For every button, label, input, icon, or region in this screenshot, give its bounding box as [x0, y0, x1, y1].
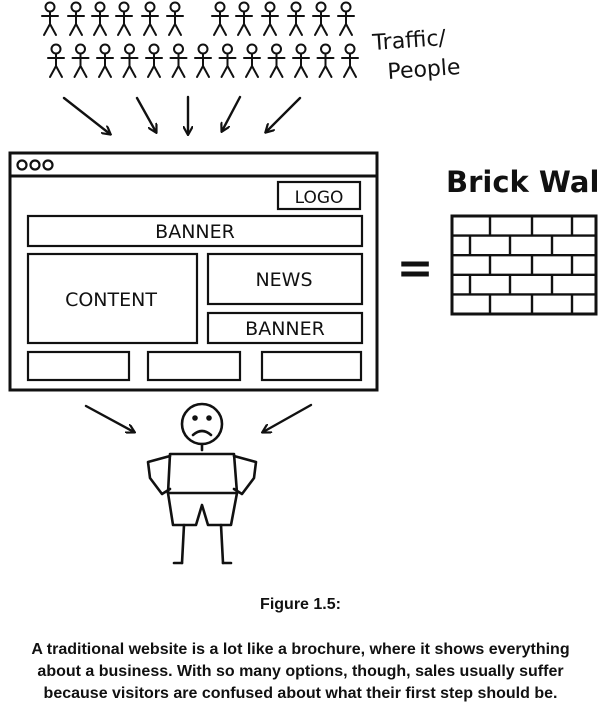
- banner-top-box: [26, 214, 364, 248]
- footer-box-middle: [146, 350, 242, 382]
- stick-person-icon: [67, 1, 85, 36]
- brick-wall-label: Brick Wall: [446, 165, 601, 199]
- stick-person-icon: [71, 43, 90, 78]
- stick-person-icon: [47, 43, 65, 78]
- footer-box-left: [26, 350, 131, 382]
- window-button-icon: [16, 159, 28, 171]
- logo-label: LOGO: [295, 188, 344, 208]
- confused-visitor-figure: [146, 402, 258, 565]
- content-label: CONTENT: [65, 289, 157, 311]
- traffic-arrows: [62, 95, 302, 134]
- banner-side-box: [206, 311, 364, 345]
- stick-person-icon: [169, 43, 188, 78]
- stick-person-icon: [292, 43, 310, 78]
- brick-wall-icon: [450, 214, 598, 316]
- content-box: [26, 252, 199, 345]
- equals-sign: =: [397, 243, 434, 294]
- footer-box-right: [260, 350, 363, 382]
- stick-person-icon: [261, 1, 279, 36]
- traffic-label-line2: People: [387, 55, 462, 85]
- stick-person-icon: [91, 1, 109, 36]
- stick-person-icon: [41, 1, 59, 36]
- arrow-icon: [84, 404, 134, 432]
- news-label: NEWS: [255, 269, 312, 291]
- traffic-people-crowd: [41, 1, 359, 78]
- arrow-icon: [62, 96, 110, 134]
- visitor-arrows: [84, 403, 313, 432]
- frown-icon: [191, 429, 213, 437]
- stick-person-icon: [211, 1, 229, 36]
- traffic-label-line1: Traffic/: [371, 26, 448, 56]
- stick-person-icon: [243, 43, 261, 78]
- news-box: [206, 252, 364, 306]
- stick-person-icon: [235, 1, 253, 36]
- caption-line: A traditional website is a lot like a br…: [31, 641, 570, 658]
- figure-caption: A traditional website is a lot like a br…: [0, 639, 601, 705]
- visitor-eye: [206, 415, 212, 421]
- visitor-arm-right: [232, 454, 258, 496]
- arrow-icon: [135, 96, 156, 132]
- stick-person-icon: [145, 43, 163, 78]
- banner-top-label: BANNER: [155, 221, 235, 243]
- window-button-icon: [42, 159, 54, 171]
- visitor-leg-left: [180, 523, 186, 565]
- stick-person-icon: [218, 43, 237, 78]
- arrow-icon: [263, 403, 313, 432]
- caption-line: because visitors are confused about what…: [43, 685, 558, 702]
- stick-person-icon: [115, 1, 133, 36]
- stick-person-icon: [337, 1, 355, 36]
- stick-person-icon: [120, 43, 139, 78]
- banner-side-label: BANNER: [245, 318, 325, 340]
- arrow-icon: [222, 95, 242, 131]
- visitor-eye: [192, 415, 198, 421]
- stick-person-icon: [194, 43, 212, 78]
- figure-title: Figure 1.5:: [260, 596, 341, 613]
- visitor-leg-right: [219, 523, 225, 565]
- stick-person-icon: [267, 43, 286, 78]
- stick-person-icon: [141, 1, 159, 36]
- window-button-icon: [29, 159, 41, 171]
- arrow-icon: [266, 96, 302, 132]
- stick-person-icon: [312, 1, 330, 36]
- visitor-head: [180, 402, 224, 446]
- website-browser-window: [8, 151, 379, 392]
- stick-person-icon: [166, 1, 184, 36]
- caption-line: about a business. With so many options, …: [37, 663, 564, 680]
- stick-person-icon: [341, 43, 359, 78]
- stick-person-icon: [96, 43, 114, 78]
- visitor-arm-left: [146, 454, 172, 496]
- logo-box: [276, 180, 362, 211]
- visitor-shorts: [166, 491, 239, 527]
- stick-person-icon: [287, 1, 305, 36]
- stick-person-icon: [316, 43, 335, 78]
- browser-frame: [8, 151, 379, 392]
- visitor-torso: [166, 452, 239, 495]
